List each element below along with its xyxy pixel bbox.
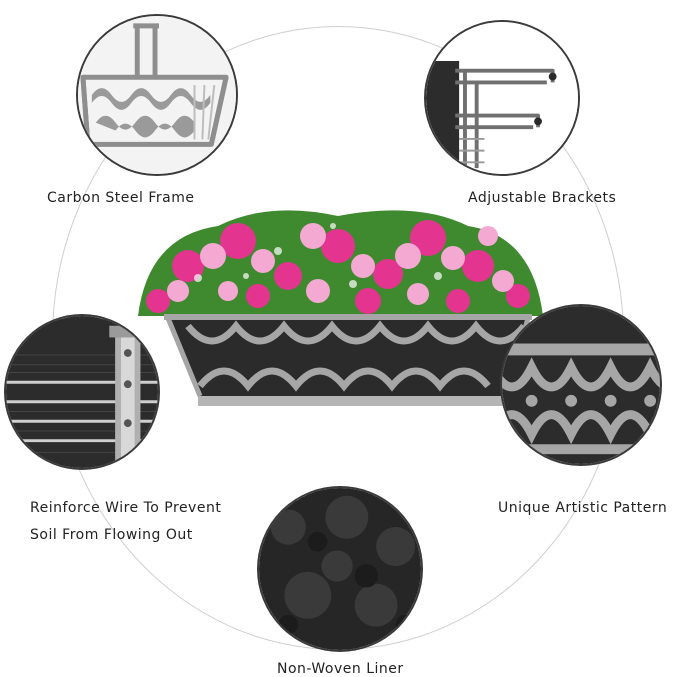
wire-detail-badge (4, 314, 160, 470)
frame-detail-badge (76, 14, 238, 176)
planter-product (128, 196, 548, 416)
flower-mass (138, 210, 543, 316)
caption-non-woven-liner: Non-Woven Liner (277, 661, 404, 677)
wire-detail-image (6, 316, 158, 468)
caption-carbon-steel-frame: Carbon Steel Frame (47, 190, 195, 206)
brackets-detail-image (426, 22, 578, 174)
planter-product-image (138, 210, 543, 406)
liner-detail-image (259, 488, 421, 650)
liner-detail-badge (257, 486, 423, 652)
pattern-detail-badge (500, 304, 662, 466)
brackets-detail-badge (424, 20, 580, 176)
caption-adjustable-brackets: Adjustable Brackets (468, 190, 617, 206)
caption-reinforce-wire-line1: Reinforce Wire To Prevent (30, 500, 222, 516)
caption-unique-artistic-pattern: Unique Artistic Pattern (498, 500, 668, 516)
caption-reinforce-wire-line2: Soil From Flowing Out (30, 527, 193, 543)
pattern-detail-image (502, 306, 660, 464)
planter-box (164, 314, 532, 406)
frame-detail-image (78, 16, 236, 174)
